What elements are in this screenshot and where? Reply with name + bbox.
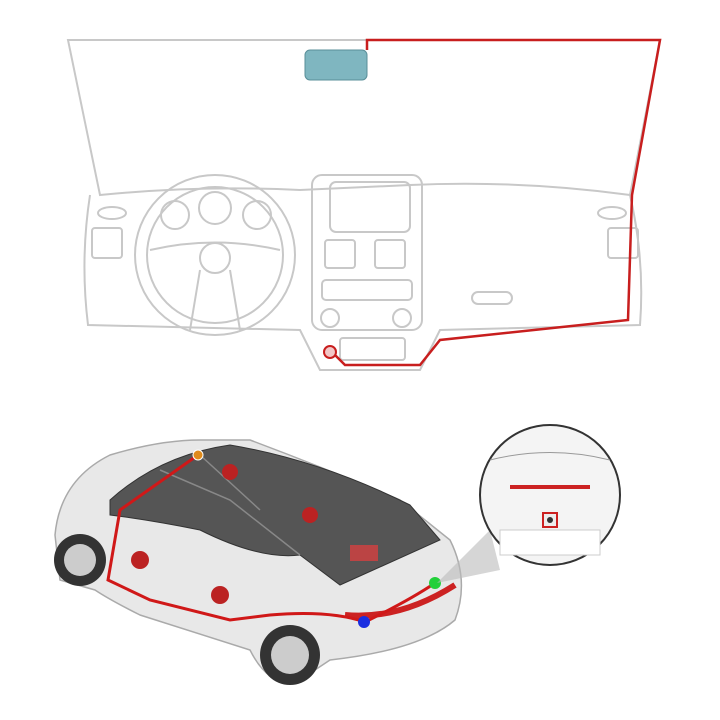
- dashboard-view: [66, 39, 662, 371]
- dashboard-outline: [83, 194, 643, 371]
- magnifier-beam: [437, 530, 500, 583]
- power-port-icon: [323, 345, 337, 359]
- camera-marker: [429, 577, 441, 589]
- car-view: [54, 439, 463, 685]
- center-screen: [329, 181, 411, 233]
- dash-cam-mirror: [304, 49, 368, 81]
- power-wire: [331, 38, 662, 367]
- steering-wheel: [134, 174, 296, 336]
- rear-camera-wire: [106, 453, 436, 624]
- rear-camera-closeup: [479, 424, 621, 566]
- mirror-marker: [192, 449, 204, 461]
- connector-marker: [358, 616, 370, 628]
